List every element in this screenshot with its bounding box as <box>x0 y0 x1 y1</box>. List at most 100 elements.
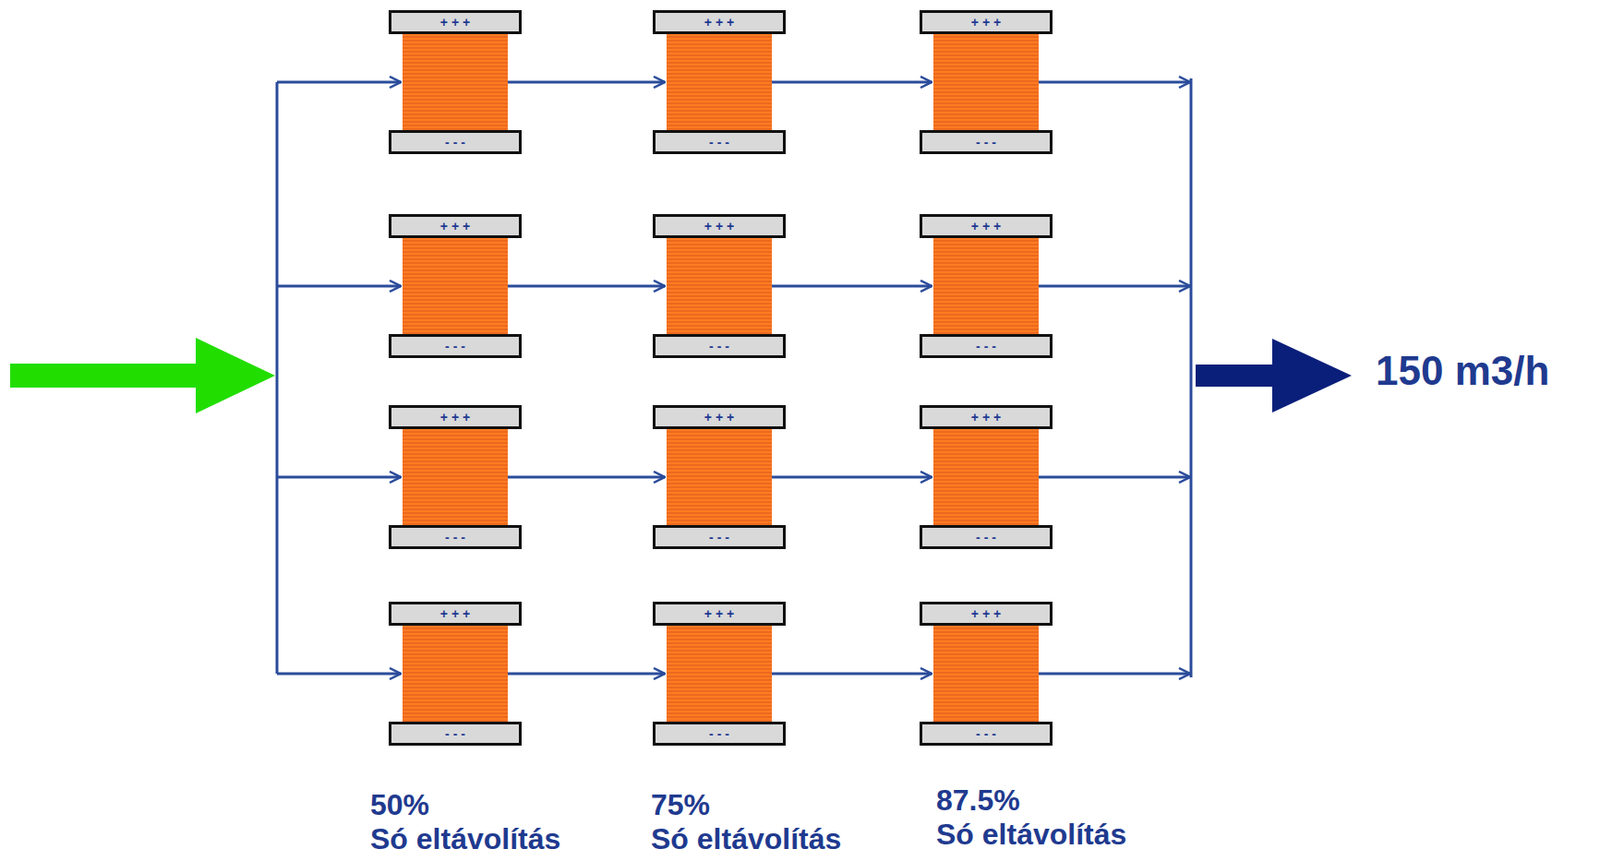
cathode-plate: - - - <box>919 334 1053 359</box>
polarity-sign: - - - <box>445 135 466 149</box>
polarity-sign: - - - <box>975 727 997 741</box>
polarity-sign: - - - <box>709 727 730 741</box>
membrane-stack <box>933 34 1039 131</box>
membrane-stack <box>402 625 508 722</box>
anode-plate: + + + <box>919 601 1053 626</box>
removal-caption: Só eltávolítás <box>936 819 1127 850</box>
flow-connector <box>507 476 665 480</box>
anode-plate: + + + <box>652 405 786 430</box>
polarity-sign: - - - <box>975 530 997 544</box>
polarity-sign: - - - <box>445 727 466 741</box>
removal-caption: Só eltávolítás <box>370 824 561 855</box>
cathode-plate: - - - <box>652 721 786 746</box>
ed-stack: + + + - - - <box>388 214 522 359</box>
anode-plate: + + + <box>388 601 522 626</box>
anode-plate: + + + <box>388 405 522 430</box>
ed-stack: + + + - - - <box>652 214 786 359</box>
flow-connector <box>771 476 932 480</box>
polarity-sign: + + + <box>704 410 734 424</box>
polarity-sign: - - - <box>975 135 997 149</box>
feed-line <box>276 285 401 289</box>
removal-percent: 75% <box>650 790 710 820</box>
feed-line <box>276 673 401 676</box>
polarity-sign: - - - <box>445 339 466 353</box>
ed-stack: + + + - - - <box>919 214 1053 359</box>
cathode-plate: - - - <box>652 130 786 155</box>
membrane-stack <box>666 34 772 131</box>
membrane-stack <box>666 625 772 722</box>
ed-stack: + + + - - - <box>919 10 1053 155</box>
flow-connector <box>507 81 665 85</box>
anode-plate: + + + <box>652 214 786 239</box>
ed-stack: + + + - - - <box>388 10 522 155</box>
polarity-sign: + + + <box>971 607 1001 621</box>
anode-plate: + + + <box>652 601 786 626</box>
outlet-line <box>1038 673 1191 676</box>
cathode-plate: - - - <box>388 525 522 550</box>
ed-stack: + + + - - - <box>652 601 786 746</box>
cathode-plate: - - - <box>919 721 1053 746</box>
flow-connector <box>771 673 932 676</box>
anode-plate: + + + <box>388 214 522 239</box>
anode-plate: + + + <box>652 10 786 35</box>
membrane-stack <box>402 429 508 526</box>
cathode-plate: - - - <box>919 130 1053 155</box>
feed-line <box>276 81 401 85</box>
removal-percent: 87.5% <box>936 785 1021 816</box>
polarity-sign: + + + <box>440 15 470 29</box>
outlet-arrow <box>1195 338 1352 413</box>
cathode-plate: - - - <box>919 525 1053 550</box>
polarity-sign: - - - <box>709 135 730 149</box>
outlet-line <box>1038 81 1191 85</box>
ed-stack: + + + - - - <box>388 405 522 550</box>
polarity-sign: + + + <box>971 15 1001 29</box>
polarity-sign: + + + <box>971 219 1001 233</box>
membrane-stack <box>402 238 508 335</box>
outlet-manifold <box>1190 78 1193 678</box>
cathode-plate: - - - <box>652 334 786 359</box>
polarity-sign: + + + <box>440 219 470 233</box>
cathode-plate: - - - <box>652 525 786 550</box>
anode-plate: + + + <box>919 214 1053 239</box>
ed-stack: + + + - - - <box>919 601 1053 746</box>
polarity-sign: + + + <box>440 410 470 424</box>
polarity-sign: - - - <box>709 530 730 544</box>
membrane-stack <box>933 429 1039 526</box>
inlet-manifold <box>276 82 279 674</box>
ed-stack: + + + - - - <box>652 405 786 550</box>
membrane-stack <box>666 429 772 526</box>
flow-rate: 150 m3/h <box>1375 350 1550 392</box>
flow-connector <box>771 81 932 85</box>
feed-line <box>276 476 401 480</box>
cathode-plate: - - - <box>388 130 522 155</box>
ed-stack: + + + - - - <box>388 601 522 746</box>
removal-caption: Só eltávolítás <box>650 824 842 855</box>
ed-stack: + + + - - - <box>652 10 786 155</box>
polarity-sign: + + + <box>704 15 734 29</box>
ed-stack: + + + - - - <box>919 405 1053 550</box>
cathode-plate: - - - <box>388 334 522 359</box>
polarity-sign: - - - <box>709 339 730 353</box>
anode-plate: + + + <box>388 10 522 35</box>
anode-plate: + + + <box>919 405 1053 430</box>
membrane-stack <box>933 238 1039 335</box>
membrane-stack <box>666 238 772 335</box>
polarity-sign: + + + <box>704 607 734 621</box>
outlet-line <box>1038 476 1191 480</box>
anode-plate: + + + <box>919 10 1053 35</box>
outlet-line <box>1038 285 1191 289</box>
feed-lines <box>276 82 1191 674</box>
polarity-sign: - - - <box>445 530 466 544</box>
removal-percent: 50% <box>370 790 430 820</box>
inlet-arrow <box>10 337 276 414</box>
polarity-sign: + + + <box>440 607 470 621</box>
polarity-sign: - - - <box>975 339 997 353</box>
membrane-stack <box>402 34 508 131</box>
polarity-sign: + + + <box>704 219 734 233</box>
flow-connector <box>507 285 665 289</box>
polarity-sign: + + + <box>971 410 1001 424</box>
cathode-plate: - - - <box>388 721 522 746</box>
